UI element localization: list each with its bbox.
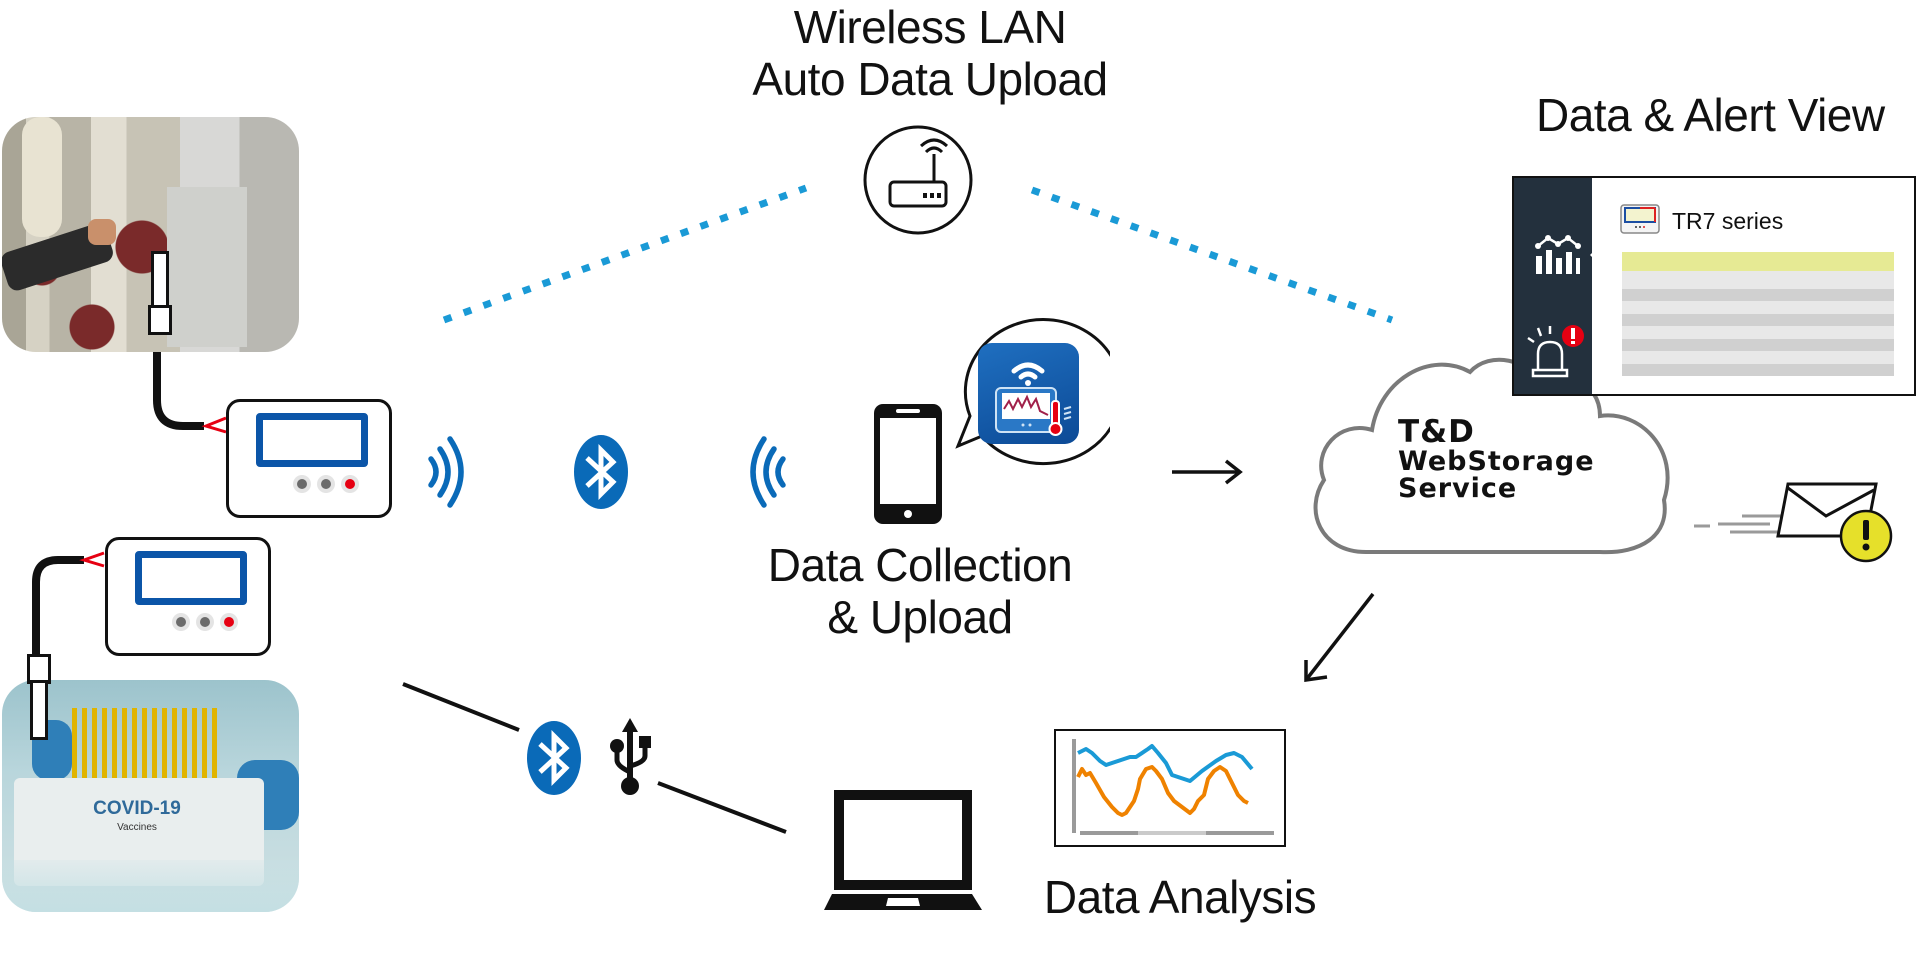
vaccine-box-subtext: Vaccines (117, 822, 157, 833)
analysis-chart-graphics (1072, 739, 1274, 835)
cable-connector-top (201, 416, 227, 434)
table-row (1622, 351, 1894, 364)
data-collection-line1: Data Collection (767, 539, 1073, 591)
data-table (1622, 252, 1894, 377)
wireless-lan-label: Wireless LAN Auto Data Upload (700, 1, 1160, 105)
series-blue-line (1077, 744, 1254, 783)
probe-cable-bottom (32, 556, 84, 656)
app-icon-graphics (995, 362, 1072, 436)
logger-2-button-1 (172, 613, 190, 631)
syringes (72, 708, 222, 778)
smartphone-icon (874, 404, 942, 524)
logger-1-button-2 (317, 475, 335, 493)
panel-sidebar (1514, 178, 1592, 394)
cloud-shape (1313, 357, 1670, 555)
probe-sleeve-top (148, 305, 172, 335)
fog (2, 860, 299, 912)
wireless-lan-line2: Auto Data Upload (752, 52, 1108, 105)
cable-connector-bottom (79, 551, 105, 568)
bluetooth-icon (574, 435, 628, 509)
table-row (1622, 339, 1894, 351)
temperature-probe-bottom (30, 680, 48, 740)
data-alert-view-label: Data & Alert View (1536, 89, 1885, 141)
router-icon (863, 125, 973, 235)
vaccine-box-photo: COVID-19 Vaccines (2, 680, 299, 912)
logger-1-button-1 (293, 475, 311, 493)
connector-line-left (402, 682, 520, 732)
arrow-down-left-icon (1304, 592, 1375, 683)
temperature-probe-top (151, 251, 169, 311)
table-header-row (1622, 252, 1894, 271)
device-name: TR7 series (1672, 208, 1784, 234)
table-row (1622, 271, 1894, 289)
wireless-dotted-line-right (1030, 186, 1394, 324)
chart-icon[interactable] (1534, 232, 1582, 276)
data-alert-view-panel: TR7 series (1512, 176, 1916, 396)
cloud-title: T&D WebStorage Service (1398, 414, 1595, 504)
worker-hand (88, 219, 116, 245)
wireless-lan-line1: Wireless LAN (793, 1, 1067, 53)
analysis-chart (1054, 729, 1286, 847)
pipe-top-left (22, 117, 62, 237)
cloud-line2: WebStorage (1398, 446, 1595, 477)
table-row (1622, 364, 1894, 376)
signal-waves-in-icon (750, 436, 786, 508)
logger-2-button-3 (220, 613, 238, 631)
logger-1-display (256, 413, 368, 467)
duct-box (167, 187, 247, 347)
logger-2-button-2 (196, 613, 214, 631)
arrow-right-icon (1172, 459, 1243, 485)
usb-icon (610, 718, 651, 795)
data-logger-2 (105, 537, 271, 656)
table-row (1622, 289, 1894, 301)
data-collection-label: Data Collection & Upload (720, 539, 1120, 643)
probe-sleeve-bottom (27, 654, 51, 684)
panel-pointer (1590, 245, 1600, 265)
cloud-line3: Service (1398, 473, 1518, 504)
bluetooth-icon-bottom (527, 721, 581, 795)
series-orange-line (1076, 765, 1249, 817)
table-row (1622, 314, 1894, 326)
logger-2-display (135, 551, 247, 605)
alarm-light-icon[interactable] (1524, 324, 1588, 380)
laptop-icon (824, 790, 982, 910)
device-icon (1620, 204, 1660, 234)
table-row (1622, 326, 1894, 339)
cloud-line1: T&D (1398, 414, 1475, 450)
data-collection-line2: & Upload (827, 590, 1013, 643)
logger-1-button-3 (341, 475, 359, 493)
table-row (1622, 301, 1894, 314)
thermo-app-icon (978, 343, 1079, 444)
mail-alert-icon (1694, 482, 1893, 563)
data-logger-1 (226, 399, 392, 518)
industrial-pipes-photo (2, 117, 299, 352)
vaccine-box-text: COVID-19 (93, 798, 181, 819)
connector-line-right (657, 781, 787, 834)
data-analysis-label: Data Analysis (1043, 871, 1317, 923)
signal-waves-out-icon (428, 436, 464, 508)
probe-cable-top (153, 330, 204, 430)
wireless-dotted-line-left (442, 184, 808, 324)
